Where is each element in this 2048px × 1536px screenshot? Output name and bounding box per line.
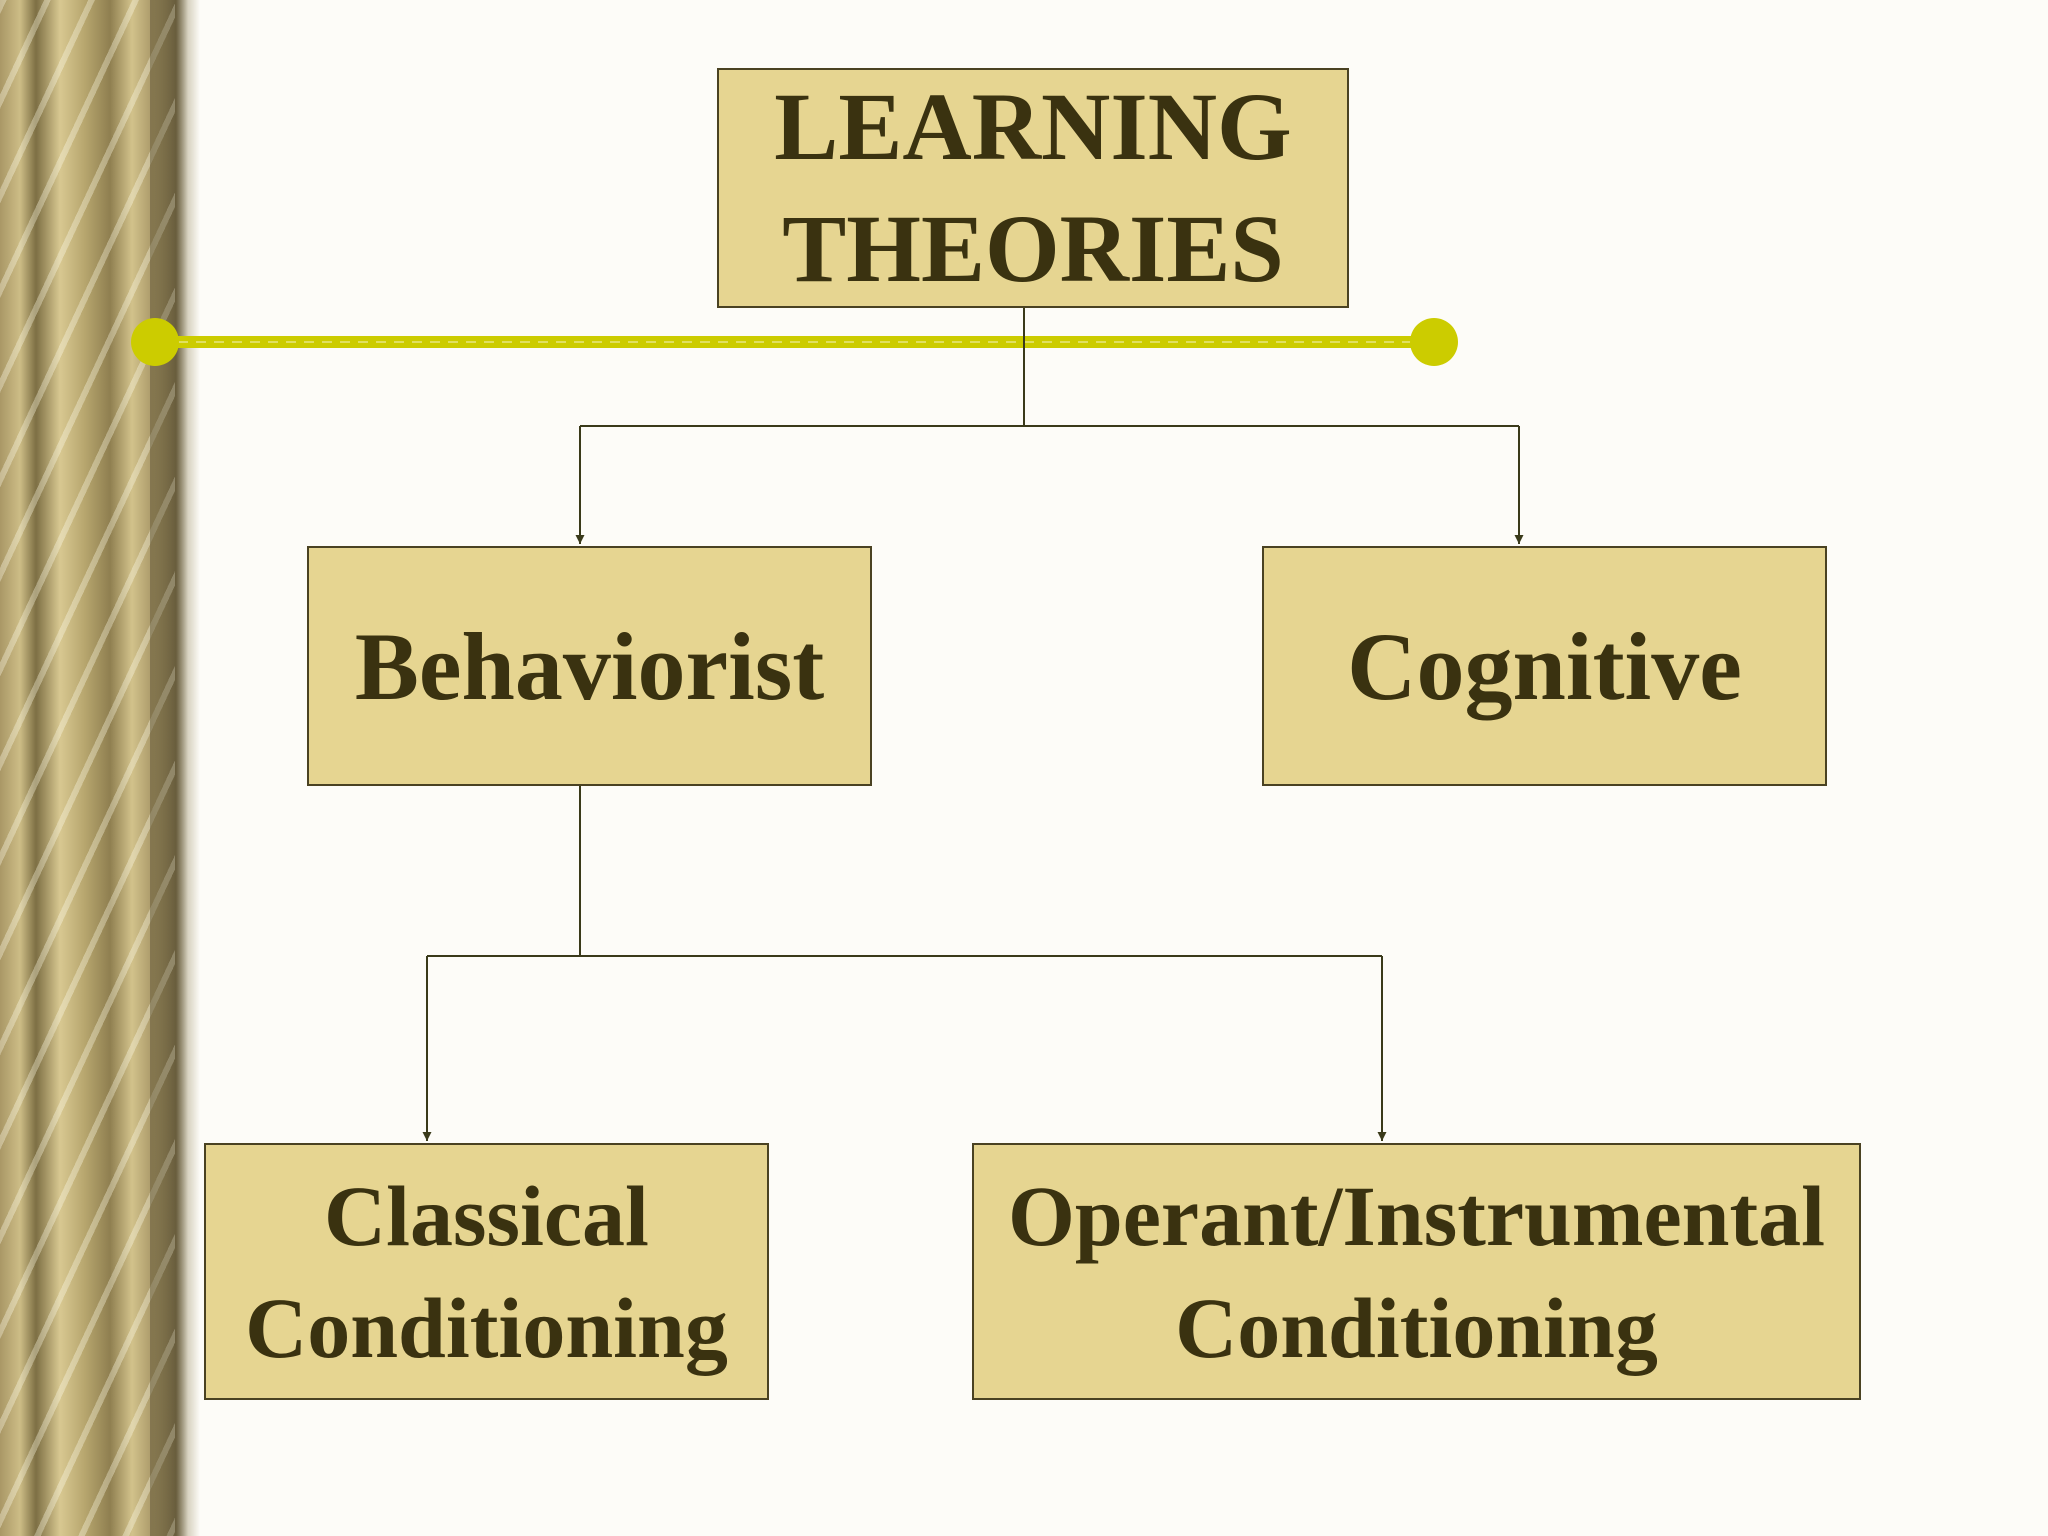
pillar-shadow [150, 0, 200, 1536]
rule-left-dot [131, 318, 179, 366]
node-label-line2: Conditioning [1175, 1279, 1658, 1376]
pillar-stripes [0, 0, 175, 1536]
node-label: Behaviorist [354, 612, 825, 720]
node-label-line2: Conditioning [245, 1279, 728, 1376]
node-behaviorist: Behaviorist [307, 546, 872, 786]
node-operant-conditioning: Operant/Instrumental Conditioning [972, 1143, 1861, 1400]
node-label: Cognitive [1347, 612, 1742, 720]
node-label-line1: Classical [324, 1167, 649, 1264]
root-connectors [575, 308, 1524, 544]
accent-rule [131, 318, 1458, 366]
behaviorist-connectors [422, 786, 1387, 1141]
node-cognitive: Cognitive [1262, 546, 1827, 786]
node-label-line2: THEORIES [782, 195, 1284, 302]
node-learning-theories: LEARNING THEORIES [717, 68, 1349, 308]
node-label-line1: Operant/Instrumental [1008, 1167, 1825, 1264]
rule-right-dot [1410, 318, 1458, 366]
node-classical-conditioning: Classical Conditioning [204, 1143, 769, 1400]
node-label-line1: LEARNING [774, 73, 1292, 180]
